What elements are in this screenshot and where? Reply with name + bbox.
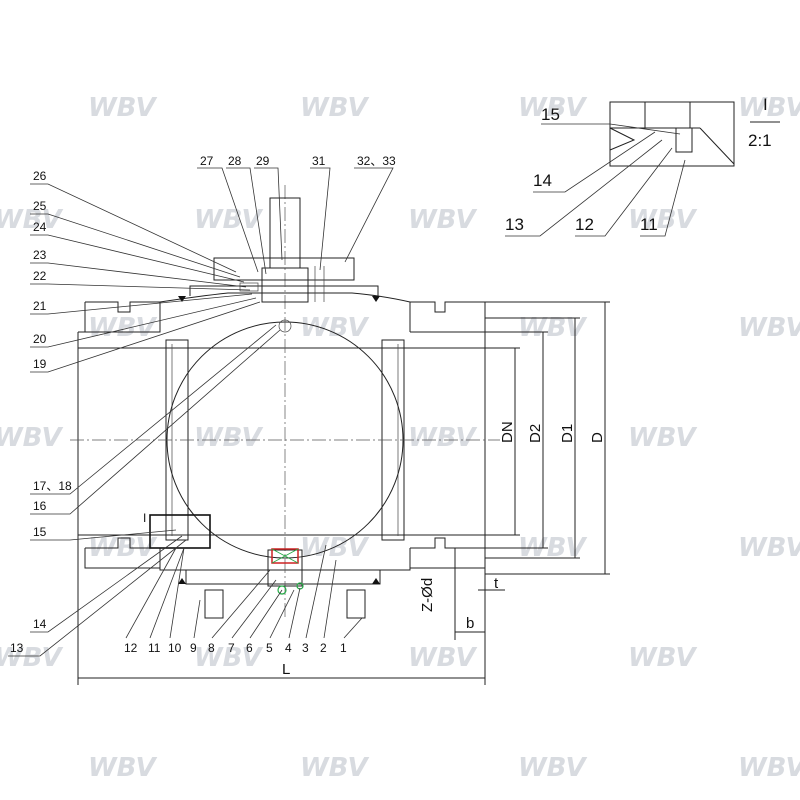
detail-view: I 2:1 15 14 13 12 11 — [505, 95, 780, 237]
watermark: WBV — [738, 753, 800, 783]
watermark: WBV — [300, 753, 369, 783]
valve-body — [70, 185, 500, 620]
callout-8: 8 — [208, 641, 215, 655]
callout-6: 6 — [246, 641, 253, 655]
callout-32-33: 32、33 — [357, 154, 396, 168]
dim-d: D — [589, 432, 606, 443]
watermark: WBV — [194, 643, 263, 673]
callout-19: 19 — [33, 357, 47, 371]
callout-10: 10 — [168, 641, 182, 655]
top-callouts: 27 28 29 31 32、33 — [197, 154, 396, 275]
callout-16: 16 — [33, 499, 47, 513]
callout-27: 27 — [200, 154, 214, 168]
callout-25: 25 — [33, 199, 47, 213]
watermark: WBV — [88, 313, 157, 343]
detail-callout-12: 12 — [575, 215, 594, 234]
detail-label: I — [763, 95, 768, 114]
watermark: WBV — [408, 205, 477, 235]
watermark: WBV — [738, 313, 800, 343]
watermark: WBV — [408, 643, 477, 673]
watermark: WBV — [628, 643, 697, 673]
callout-20: 20 — [33, 332, 47, 346]
dim-b: b — [466, 615, 474, 632]
callout-28: 28 — [228, 154, 242, 168]
callout-1: 1 — [340, 641, 347, 655]
watermark: WBV — [738, 533, 800, 563]
callout-13: 13 — [10, 641, 24, 655]
detail-scale: 2:1 — [748, 131, 772, 150]
watermark: WBV — [194, 205, 263, 235]
bottom-callouts: 12 11 10 9 8 7 6 5 4 3 2 1 — [124, 544, 363, 655]
detail-callout-13: 13 — [505, 215, 524, 234]
callout-22: 22 — [33, 269, 47, 283]
watermark: WBV — [88, 753, 157, 783]
watermark: WBV — [628, 205, 697, 235]
detail-marker: I — [143, 511, 211, 549]
watermarks: WBV WBV WBV WBV WBV WBV WBV WBV WBV WBV … — [0, 93, 800, 783]
watermark: WBV — [300, 533, 369, 563]
detail-callout-11: 11 — [640, 215, 658, 234]
callout-12: 12 — [124, 641, 138, 655]
watermark: WBV — [518, 93, 587, 123]
callout-2: 2 — [320, 641, 327, 655]
watermark: WBV — [628, 423, 697, 453]
callout-5: 5 — [266, 641, 273, 655]
dim-d1: D1 — [559, 424, 576, 443]
callout-4: 4 — [285, 641, 292, 655]
watermark: WBV — [194, 423, 263, 453]
watermark: WBV — [300, 313, 369, 343]
callout-9: 9 — [190, 641, 197, 655]
callout-17-18: 17、18 — [33, 479, 72, 493]
watermark: WBV — [88, 93, 157, 123]
watermark: WBV — [738, 93, 800, 123]
callout-29: 29 — [256, 154, 270, 168]
seal-ring — [271, 548, 299, 564]
dim-t: t — [494, 575, 499, 592]
callout-14: 14 — [33, 617, 47, 631]
callout-21: 21 — [33, 299, 47, 313]
dim-dn: DN — [499, 421, 516, 443]
callout-26: 26 — [33, 169, 47, 183]
detail-callout-14: 14 — [533, 171, 552, 190]
callout-11: 11 — [148, 641, 161, 655]
watermark: WBV — [0, 205, 63, 235]
detail-marker-label: I — [143, 511, 146, 525]
callout-15: 15 — [33, 525, 47, 539]
watermark: WBV — [518, 753, 587, 783]
callout-3: 3 — [302, 641, 309, 655]
callout-31: 31 — [312, 154, 326, 168]
dimensions: DN D2 D1 D Z-Ød b t L — [77, 301, 610, 685]
callout-7: 7 — [228, 641, 235, 655]
dim-d2: D2 — [527, 424, 544, 443]
left-callouts: 26 25 24 23 22 21 20 19 17、18 16 15 14 1… — [8, 169, 281, 657]
watermark: WBV — [300, 93, 369, 123]
watermark: WBV — [408, 423, 477, 453]
callout-23: 23 — [33, 248, 47, 262]
detail-callout-15: 15 — [541, 105, 560, 124]
callout-24: 24 — [33, 220, 47, 234]
watermark: WBV — [0, 423, 63, 453]
dim-l: L — [282, 661, 290, 678]
dim-bolt-holes: Z-Ød — [419, 578, 436, 612]
watermark: WBV — [0, 643, 63, 673]
